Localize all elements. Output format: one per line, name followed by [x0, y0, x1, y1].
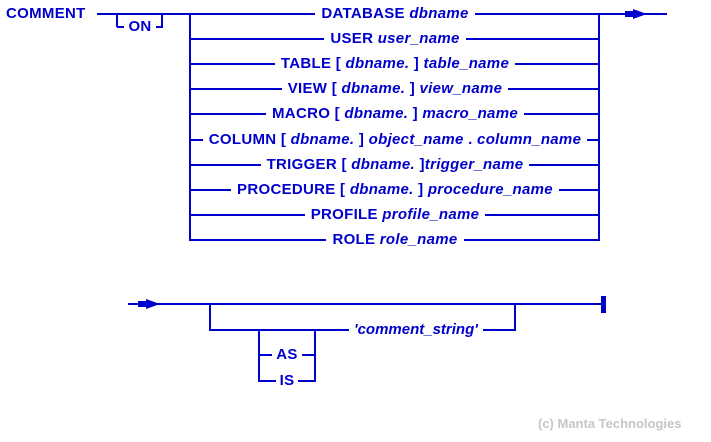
as-is-rail-right — [314, 330, 316, 382]
branch-label-table: TABLE [ dbname. ] table_name — [274, 55, 516, 73]
branch-row-view: VIEW [ dbname. ] view_name — [190, 80, 600, 98]
branch-label-profile: PROFILE profile_name — [304, 206, 486, 224]
branch-row-profile: PROFILE profile_name — [190, 206, 600, 224]
main-line-bottom — [128, 303, 602, 305]
is-option-label: IS — [275, 372, 299, 390]
on-option: ON — [117, 18, 163, 36]
branch-row-trigger: TRIGGER [ dbname. ]trigger_name — [190, 156, 600, 174]
branch-row-user: USER user_name — [190, 30, 600, 48]
copyright-text: (c) Manta Technologies — [538, 416, 682, 431]
branch-rail-right — [598, 13, 600, 241]
comment-branch-up-corner — [514, 304, 516, 331]
branch-label-database: DATABASE dbname — [315, 5, 475, 23]
comment-branch-down-corner — [209, 304, 211, 331]
as-option: AS — [259, 346, 315, 364]
branch-label-column: COLUMN [ dbname. ] object_name . column_… — [202, 131, 588, 149]
branch-row-role: ROLE role_name — [190, 231, 600, 249]
branch-row-macro: MACRO [ dbname. ] macro_name — [190, 105, 600, 123]
continue-arrowhead-icon — [633, 9, 647, 19]
as-option-label: AS — [272, 346, 302, 364]
statement-end-marker — [601, 296, 606, 313]
branch-label-role: ROLE role_name — [326, 231, 464, 249]
branch-label-trigger: TRIGGER [ dbname. ]trigger_name — [260, 156, 530, 174]
branch-row-database: DATABASE dbname — [190, 5, 600, 23]
entry-arrow-icon — [138, 301, 148, 307]
on-branch-right-corner — [161, 14, 163, 27]
comment-string-label: 'comment_string' — [349, 321, 483, 339]
branch-label-macro: MACRO [ dbname. ] macro_name — [266, 105, 524, 123]
as-is-rail-left — [258, 330, 260, 382]
start-keyword-comment: COMMENT — [6, 5, 86, 22]
branch-label-view: VIEW [ dbname. ] view_name — [281, 80, 509, 98]
main-line-top — [97, 13, 190, 15]
branch-row-column: COLUMN [ dbname. ] object_name . column_… — [190, 131, 600, 149]
branch-rail-left — [189, 13, 191, 241]
on-option-label: ON — [124, 18, 156, 36]
entry-arrowhead-icon — [146, 299, 160, 309]
is-option: IS — [259, 372, 315, 390]
branch-row-table: TABLE [ dbname. ] table_name — [190, 55, 600, 73]
on-branch-left-corner — [116, 14, 118, 27]
branch-row-procedure: PROCEDURE [ dbname. ] procedure_name — [190, 181, 600, 199]
branch-label-user: USER user_name — [324, 30, 466, 48]
continue-arrow-icon — [625, 11, 635, 17]
branch-label-procedure: PROCEDURE [ dbname. ] procedure_name — [231, 181, 559, 199]
